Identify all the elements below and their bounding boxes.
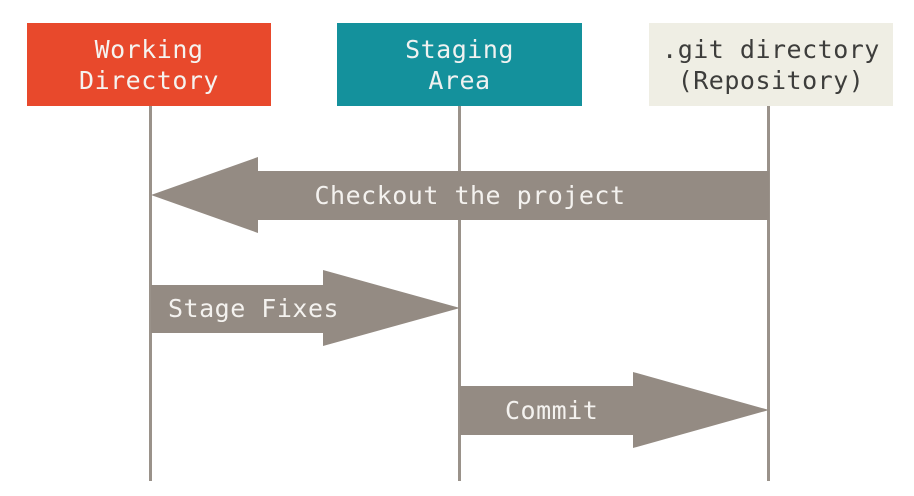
- stage-fixes-arrow-label: Stage Fixes: [168, 294, 340, 323]
- working-directory-label: Working Directory: [79, 34, 219, 95]
- commit-arrow-head-right-icon: [633, 372, 769, 448]
- checkout-arrow-label: Checkout the project: [314, 181, 626, 210]
- git-directory-box: .git directory (Repository): [649, 23, 893, 106]
- staging-area-label: Staging Area: [405, 34, 514, 95]
- commit-arrow-label: Commit: [505, 396, 599, 425]
- stage-fixes-arrow-body: [151, 285, 323, 333]
- working-directory-lifeline: [149, 106, 152, 481]
- checkout-arrow-body: [258, 171, 769, 220]
- git-directory-label: .git directory (Repository): [662, 34, 880, 95]
- git-directory-lifeline: [767, 106, 770, 481]
- commit-arrow-body: [460, 386, 633, 435]
- working-directory-box: Working Directory: [27, 23, 271, 106]
- checkout-arrow-head-left-icon: [151, 157, 258, 233]
- stage-fixes-arrow-head-right-icon: [323, 270, 460, 346]
- staging-area-box: Staging Area: [337, 23, 582, 106]
